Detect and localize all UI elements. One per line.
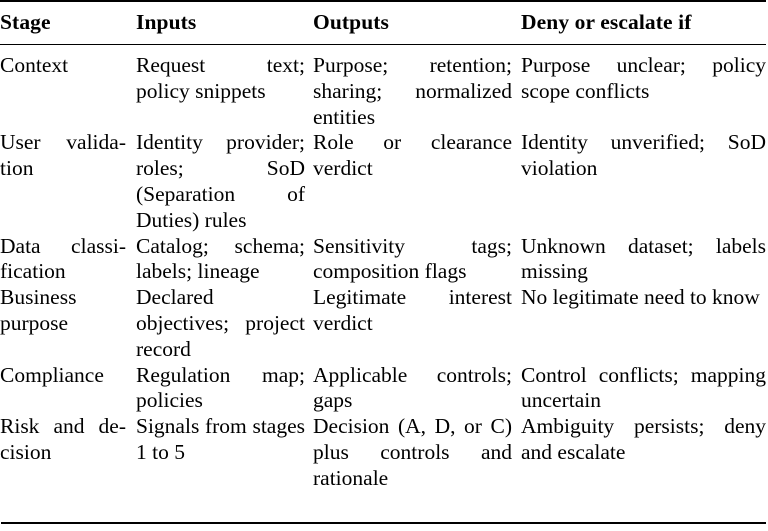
cell-stage: Context — [0, 44, 136, 131]
table-row: Data classi­fication Catalog; schema; la… — [0, 234, 766, 286]
table-row: Risk and de­cision Signals from stages 1… — [0, 414, 766, 491]
cell-deny: Purpose unclear; policy scope conflicts — [521, 44, 766, 131]
cell-inputs: Declared objectives; project record — [136, 285, 305, 361]
column-header-stage: Stage — [0, 0, 136, 45]
cell-outputs: Sensitivity tags; composition flags — [313, 233, 512, 284]
column-header-outputs: Outputs — [313, 0, 521, 45]
cell-stage: Risk and de­cision — [0, 414, 126, 464]
column-header-inputs: Inputs — [136, 0, 313, 45]
cell-inputs: Request text; policy snippets — [136, 44, 313, 131]
table-body: Context Request text; policy snippets Pu… — [0, 44, 766, 492]
cell-outputs: Applicable controls; gaps — [313, 362, 512, 413]
cell-deny: Unknown dataset; labels missing — [521, 233, 766, 284]
cell-deny: Identity unverified; SoD violation — [521, 130, 766, 181]
cell-stage: Data classi­fication — [0, 233, 126, 284]
cell-inputs: Catalog; schema; labels; lineage — [136, 233, 305, 284]
table-header: Stage Inputs Outputs Deny or escalate if — [0, 0, 766, 45]
cell-stage: Compliance — [0, 362, 104, 387]
cell-outputs: Decision (A, D, or C) plus controls and … — [313, 414, 512, 490]
cell-outputs: Purpose; retention; sharing; normalized … — [313, 44, 521, 131]
table-bottom-rule — [1, 522, 766, 524]
column-header-deny: Deny or escalate if — [521, 0, 766, 45]
cell-outputs: Role or clearance verdict — [313, 130, 512, 181]
cell-deny: Ambiguity persists; deny and escalate — [521, 414, 766, 464]
cell-inputs: Regulation map; policies — [136, 362, 305, 413]
cell-deny: Control conflicts; mapping uncertain — [521, 362, 766, 413]
cell-stage: Business purpose — [0, 285, 77, 335]
table-container: Stage Inputs Outputs Deny or escalate if… — [0, 0, 766, 492]
cell-outputs: Legitimate interest verdict — [313, 285, 512, 335]
cell-stage: User valida­tion — [0, 130, 126, 181]
cell-inputs: Identity provider; roles; SoD (Separatio… — [136, 130, 305, 232]
table-header-row: Stage Inputs Outputs Deny or escalate if — [0, 0, 766, 45]
table-row: Compliance Regulation map; policies Appl… — [0, 363, 766, 415]
cell-inputs: Signals from stages 1 to 5 — [136, 414, 305, 464]
stage-pipeline-table: Stage Inputs Outputs Deny or escalate if… — [0, 0, 766, 492]
table-row: Business purpose Declared objectives; pr… — [0, 285, 766, 362]
table-row: Context Request text; policy snippets Pu… — [0, 44, 766, 131]
cell-deny: No legitimate need to know — [521, 285, 760, 310]
table-row: User valida­tion Identity provider; role… — [0, 130, 766, 233]
